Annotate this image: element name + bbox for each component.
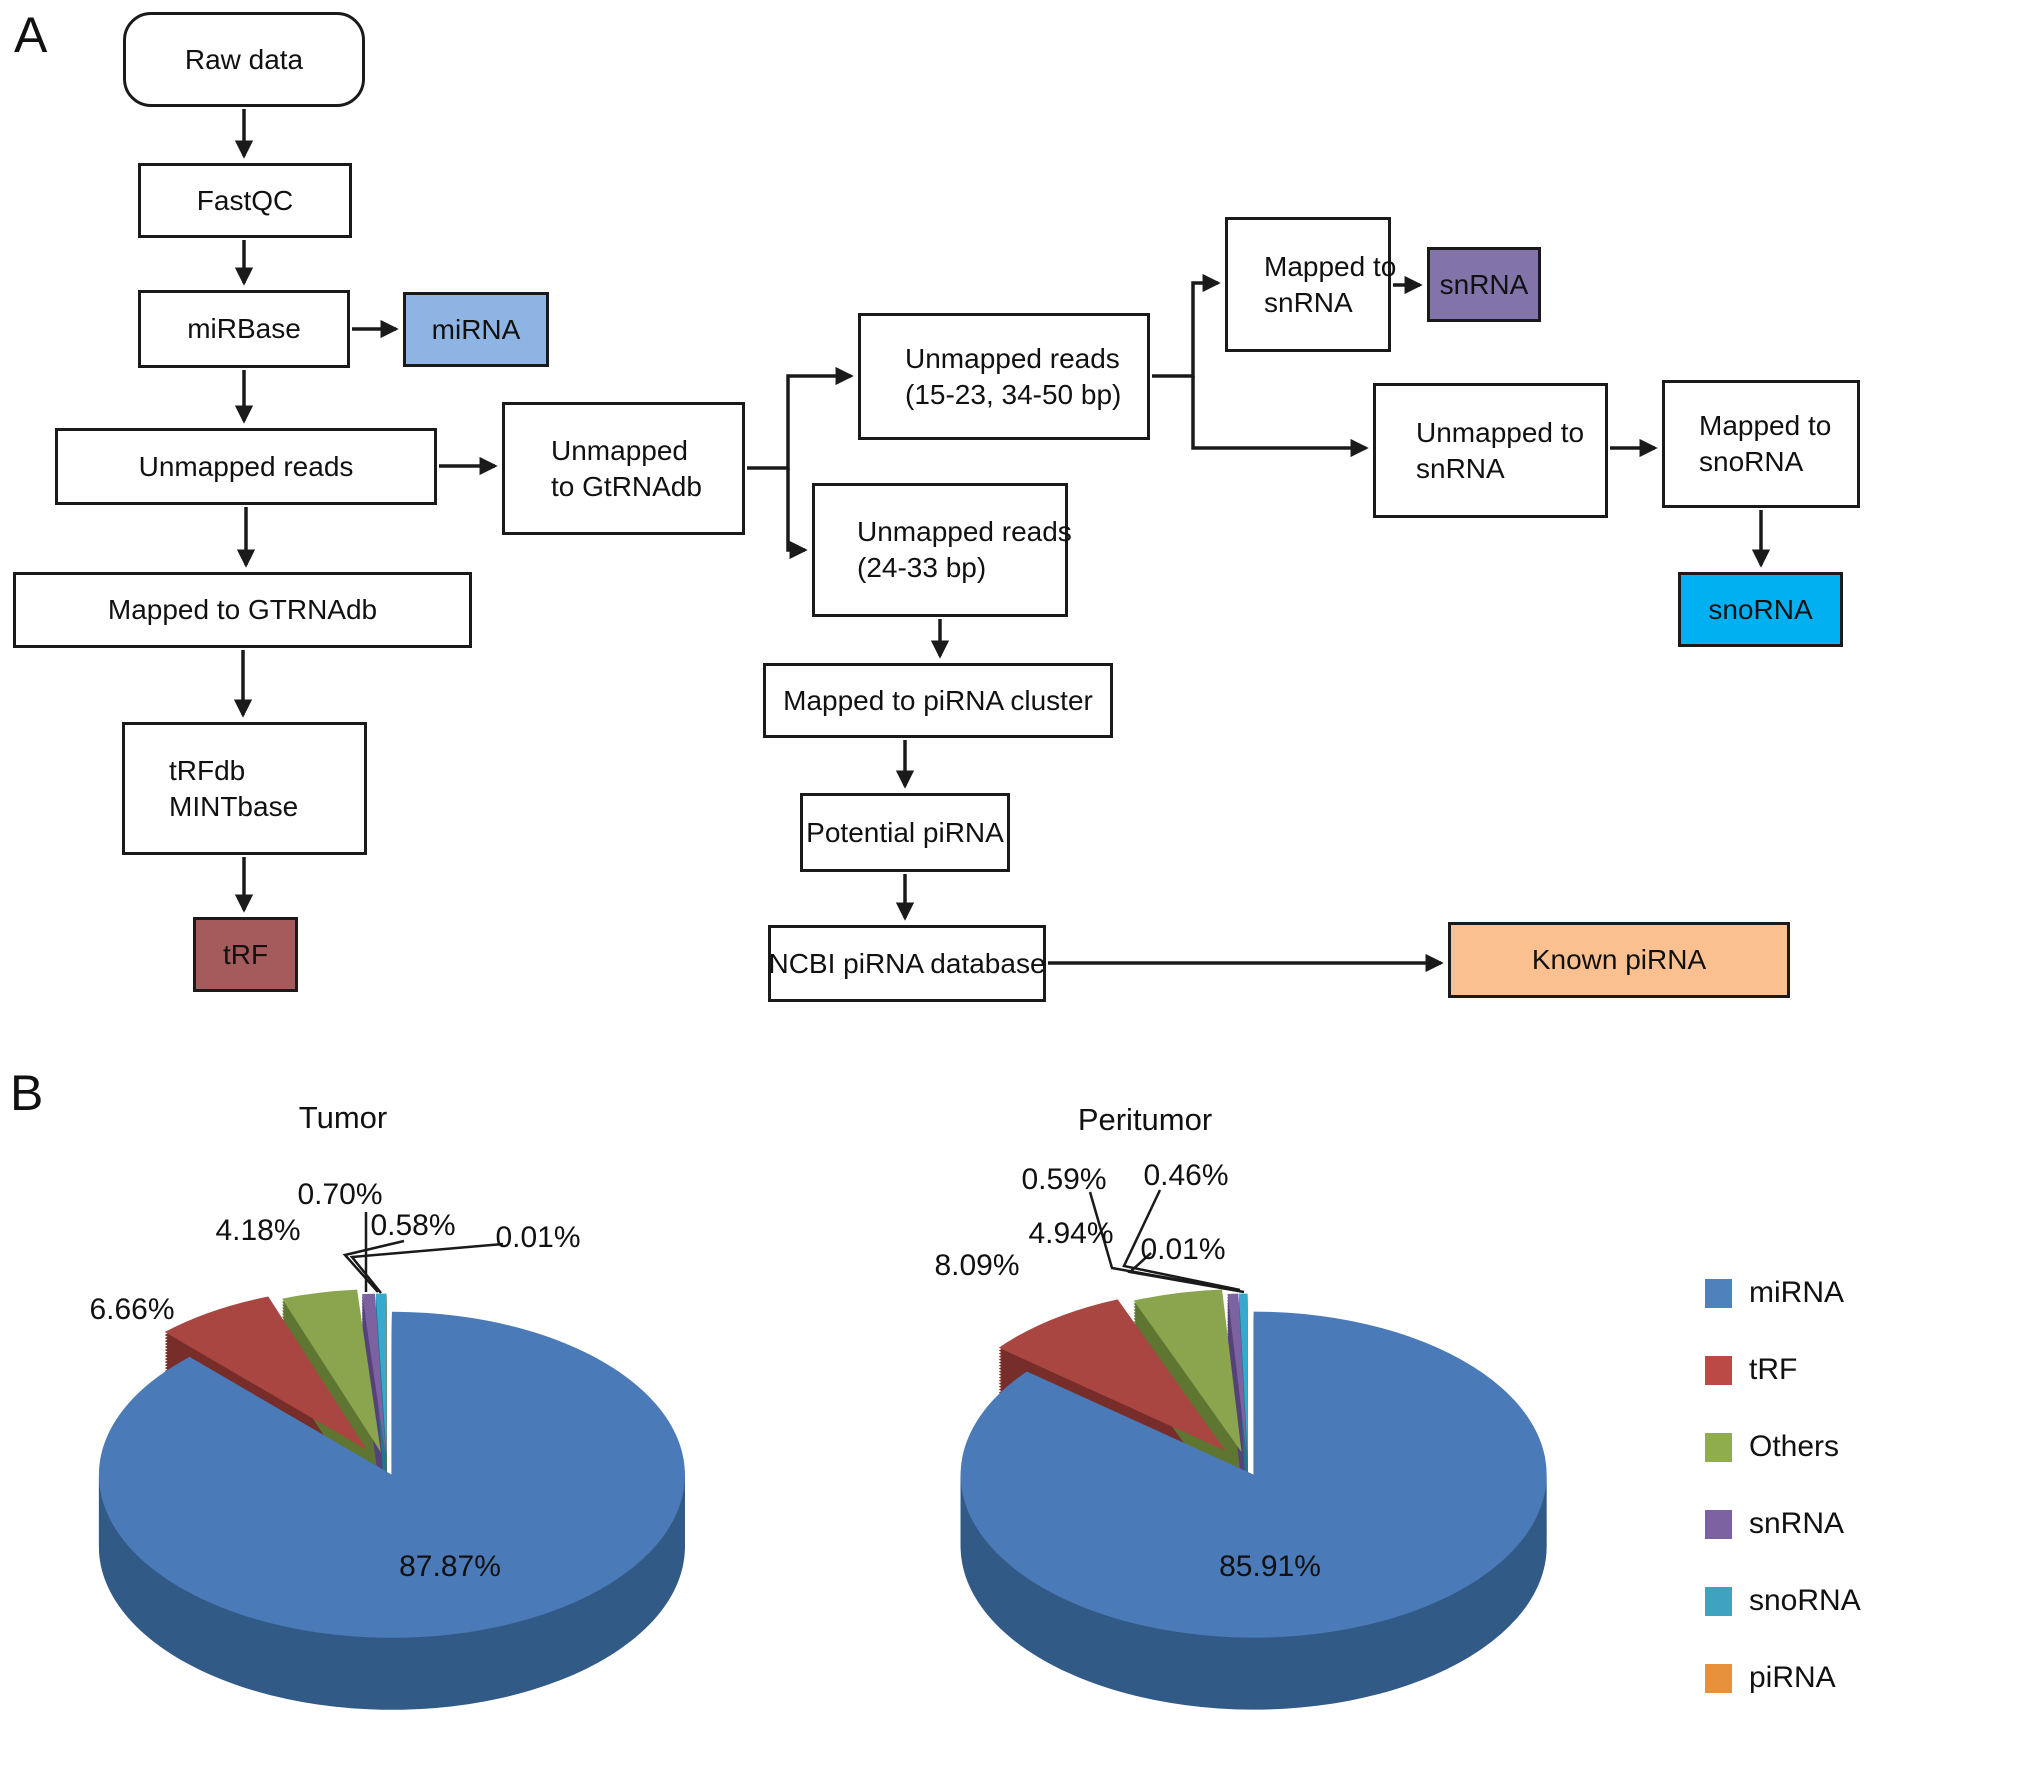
pie-label-snrna: 0.59% [1021, 1163, 1107, 1196]
flow-node-raw-data: Raw data [123, 12, 365, 107]
flow-node-unmapped-reads-15-23: Unmapped reads (15-23, 34-50 bp) [858, 313, 1150, 440]
pie-label-trf: 8.09% [934, 1249, 1020, 1282]
flow-node-label: miRNA [431, 313, 521, 345]
legend-label: snoRNA [1749, 1584, 1861, 1617]
flow-node-mirbase: miRBase [138, 290, 350, 368]
flow-node-label: tRF [222, 938, 269, 970]
flow-node-label: NCBI piRNA database [768, 947, 1046, 979]
flow-node-label: Raw data [184, 43, 304, 75]
flow-node-label: miRBase [187, 313, 301, 345]
legend-item-mirna: miRNA [1705, 1276, 1861, 1310]
legend-item-snrna: snRNA [1705, 1507, 1861, 1541]
flow-node-label-line1: Mapped to [1264, 250, 1397, 282]
legend-label: miRNA [1749, 1276, 1844, 1309]
flow-node-snrna: snRNA [1427, 247, 1541, 322]
legend-swatch-pirna [1705, 1663, 1732, 1693]
flow-node-mapped-to-snorna: Mapped to snoRNA [1662, 380, 1860, 508]
panel-b-label: B [10, 1065, 44, 1121]
pie-label-trf: 6.66% [89, 1293, 175, 1326]
flow-node-label-line2: MINTbase [169, 790, 299, 822]
flow-node-label-line1: Unmapped reads [905, 342, 1120, 374]
flow-node-label-line1: Unmapped [551, 434, 688, 466]
pie-label-snorna: 0.46% [1143, 1159, 1229, 1192]
pie-title-tumor: Tumor [298, 1100, 388, 1135]
flow-node-label-line1: Mapped to [1699, 410, 1832, 442]
flow-node-label: snRNA [1439, 268, 1529, 300]
pie-label-pirna: 0.01% [1140, 1233, 1226, 1266]
legend-item-snorna: snoRNA [1705, 1584, 1861, 1618]
flow-node-trf: tRF [193, 917, 298, 992]
flow-node-label-line2: snRNA [1416, 452, 1505, 484]
flow-node-label: Mapped to GTRNAdb [107, 594, 378, 626]
flow-node-label-line2: snoRNA [1699, 446, 1804, 477]
pie-label-others: 4.94% [1028, 1217, 1114, 1250]
flow-node-potential-pirna: Potential piRNA [800, 793, 1010, 872]
flow-node-unmapped-reads: Unmapped reads [55, 428, 437, 505]
pie-label-mirna: 85.91% [1219, 1550, 1321, 1583]
legend-swatch-snorna [1705, 1586, 1732, 1616]
flow-node-label-line1: Unmapped to [1416, 416, 1585, 448]
flow-node-label: Unmapped reads [138, 450, 354, 482]
legend-swatch-trf [1705, 1355, 1732, 1385]
flow-node-label: Known piRNA [1531, 944, 1707, 976]
flow-node-snorna: snoRNA [1678, 572, 1843, 647]
flow-node-label-line2: snRNA [1264, 286, 1353, 318]
legend-swatch-snrna [1705, 1509, 1732, 1539]
flow-node-label: Potential piRNA [806, 816, 1004, 848]
legend-label: piRNA [1749, 1661, 1836, 1694]
flow-node-label-line2: (15-23, 34-50 bp) [905, 378, 1122, 410]
flow-node-label: Mapped to piRNA cluster [783, 684, 1093, 716]
legend-swatch-others [1705, 1432, 1732, 1462]
flow-node-unmapped-reads-24-33: Unmapped reads (24-33 bp) [812, 483, 1072, 617]
pie-label-snrna: 0.70% [297, 1178, 383, 1211]
pie-chart-peritumor [960, 1289, 1547, 1710]
flow-node-mapped-pirna-cluster: Mapped to piRNA cluster [763, 663, 1113, 738]
flow-node-label-line1: Unmapped reads [857, 516, 1072, 548]
pie-label-pirna: 0.01% [495, 1221, 581, 1254]
panel-a-label: A [14, 7, 48, 63]
legend-label: tRF [1749, 1353, 1798, 1386]
flow-node-mirna: miRNA [403, 292, 549, 367]
pie-legend: miRNA tRF Others snRNA snoRNA piRNA [1705, 1276, 1861, 1695]
pie-label-others: 4.18% [215, 1214, 301, 1247]
flow-node-trfdb-mintbase: tRFdb MINTbase [122, 722, 367, 855]
flow-node-label-line2: (24-33 bp) [857, 552, 987, 583]
flow-node-unmapped-to-snrna: Unmapped to snRNA [1373, 383, 1608, 518]
flow-node-label-line2: to GtRNAdb [551, 470, 702, 502]
flow-node-mapped-gtrnadb: Mapped to GTRNAdb [13, 572, 472, 648]
pie-label-mirna: 87.87% [399, 1550, 501, 1583]
pie-title-peritumor: Peritumor [1077, 1102, 1213, 1137]
flow-node-fastqc: FastQC [138, 163, 352, 238]
legend-item-trf: tRF [1705, 1353, 1861, 1387]
legend-swatch-mirna [1705, 1278, 1732, 1308]
legend-item-pirna: piRNA [1705, 1661, 1861, 1695]
legend-label: snRNA [1749, 1507, 1845, 1540]
flow-node-unmapped-to-gtrnadb: Unmapped to GtRNAdb [502, 402, 745, 535]
flow-node-label: FastQC [196, 184, 294, 216]
flow-node-label-line1: tRFdb [169, 754, 246, 786]
legend-label: Others [1749, 1430, 1840, 1463]
flow-node-known-pirna: Known piRNA [1448, 922, 1790, 998]
flow-node-ncbi-pirna-database: NCBI piRNA database [768, 925, 1046, 1002]
flow-node-label: snoRNA [1708, 593, 1813, 625]
flow-node-mapped-to-snrna: Mapped to snRNA [1225, 217, 1396, 352]
pie-label-snorna: 0.58% [370, 1209, 456, 1242]
legend-item-others: Others [1705, 1430, 1861, 1464]
pie-chart-tumor [98, 1289, 685, 1710]
